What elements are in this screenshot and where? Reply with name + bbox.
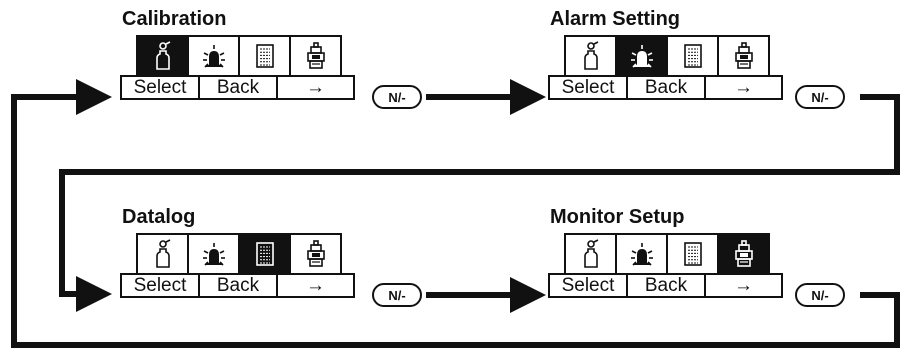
menu-icon-strip bbox=[136, 233, 342, 273]
monitor-icon[interactable] bbox=[719, 37, 768, 75]
softkey-bar: Select Back → bbox=[120, 75, 355, 100]
softkey-bar: Select Back → bbox=[548, 75, 783, 100]
panel-title: Calibration bbox=[122, 8, 227, 30]
panel-monitor-setup: Monitor Setup Select Back → bbox=[548, 206, 783, 298]
monitor-icon[interactable] bbox=[291, 37, 340, 75]
n-minus-button[interactable]: N/- bbox=[795, 283, 845, 307]
monitor-icon[interactable] bbox=[291, 235, 340, 273]
alarm-icon[interactable] bbox=[617, 235, 668, 273]
gas-cylinder-icon[interactable] bbox=[138, 235, 189, 273]
datalog-icon[interactable] bbox=[240, 235, 291, 273]
select-softkey[interactable]: Select bbox=[550, 275, 628, 296]
return-loop-line bbox=[11, 79, 900, 348]
panel-datalog: Datalog Select Back → bbox=[120, 206, 355, 298]
softkey-bar: Select Back → bbox=[120, 273, 355, 298]
menu-icon-strip bbox=[564, 35, 770, 75]
panel-title: Alarm Setting bbox=[550, 8, 681, 30]
n-minus-button[interactable]: N/- bbox=[372, 85, 422, 109]
select-softkey[interactable]: Select bbox=[122, 275, 200, 296]
datalog-icon[interactable] bbox=[668, 37, 719, 75]
gas-cylinder-icon[interactable] bbox=[138, 37, 189, 75]
panel-calibration: Calibration Select Back → bbox=[120, 8, 355, 100]
back-softkey[interactable]: Back bbox=[200, 77, 278, 98]
select-softkey[interactable]: Select bbox=[550, 77, 628, 98]
menu-icon-strip bbox=[136, 35, 342, 75]
datalog-icon[interactable] bbox=[240, 37, 291, 75]
softkey-bar: Select Back → bbox=[548, 273, 783, 298]
datalog-icon[interactable] bbox=[668, 235, 719, 273]
alarm-icon[interactable] bbox=[189, 37, 240, 75]
back-softkey[interactable]: Back bbox=[628, 275, 706, 296]
alarm-icon[interactable] bbox=[189, 235, 240, 273]
back-softkey[interactable]: Back bbox=[200, 275, 278, 296]
panel-alarm-setting: Alarm Setting Select Back → bbox=[548, 8, 783, 100]
alarm-icon[interactable] bbox=[617, 37, 668, 75]
next-arrow-softkey[interactable]: → bbox=[734, 274, 753, 296]
gas-cylinder-icon[interactable] bbox=[566, 37, 617, 75]
menu-icon-strip bbox=[564, 233, 770, 273]
panel-title: Datalog bbox=[122, 206, 196, 228]
next-arrow-softkey[interactable]: → bbox=[306, 274, 325, 296]
panel-title: Monitor Setup bbox=[550, 206, 685, 228]
n-minus-button[interactable]: N/- bbox=[372, 283, 422, 307]
monitor-icon[interactable] bbox=[719, 235, 768, 273]
select-softkey[interactable]: Select bbox=[122, 77, 200, 98]
back-softkey[interactable]: Back bbox=[628, 77, 706, 98]
next-arrow-softkey[interactable]: → bbox=[734, 76, 753, 98]
n-minus-button[interactable]: N/- bbox=[795, 85, 845, 109]
gas-cylinder-icon[interactable] bbox=[566, 235, 617, 273]
next-arrow-softkey[interactable]: → bbox=[306, 76, 325, 98]
wrap-to-datalog-line bbox=[59, 94, 900, 312]
